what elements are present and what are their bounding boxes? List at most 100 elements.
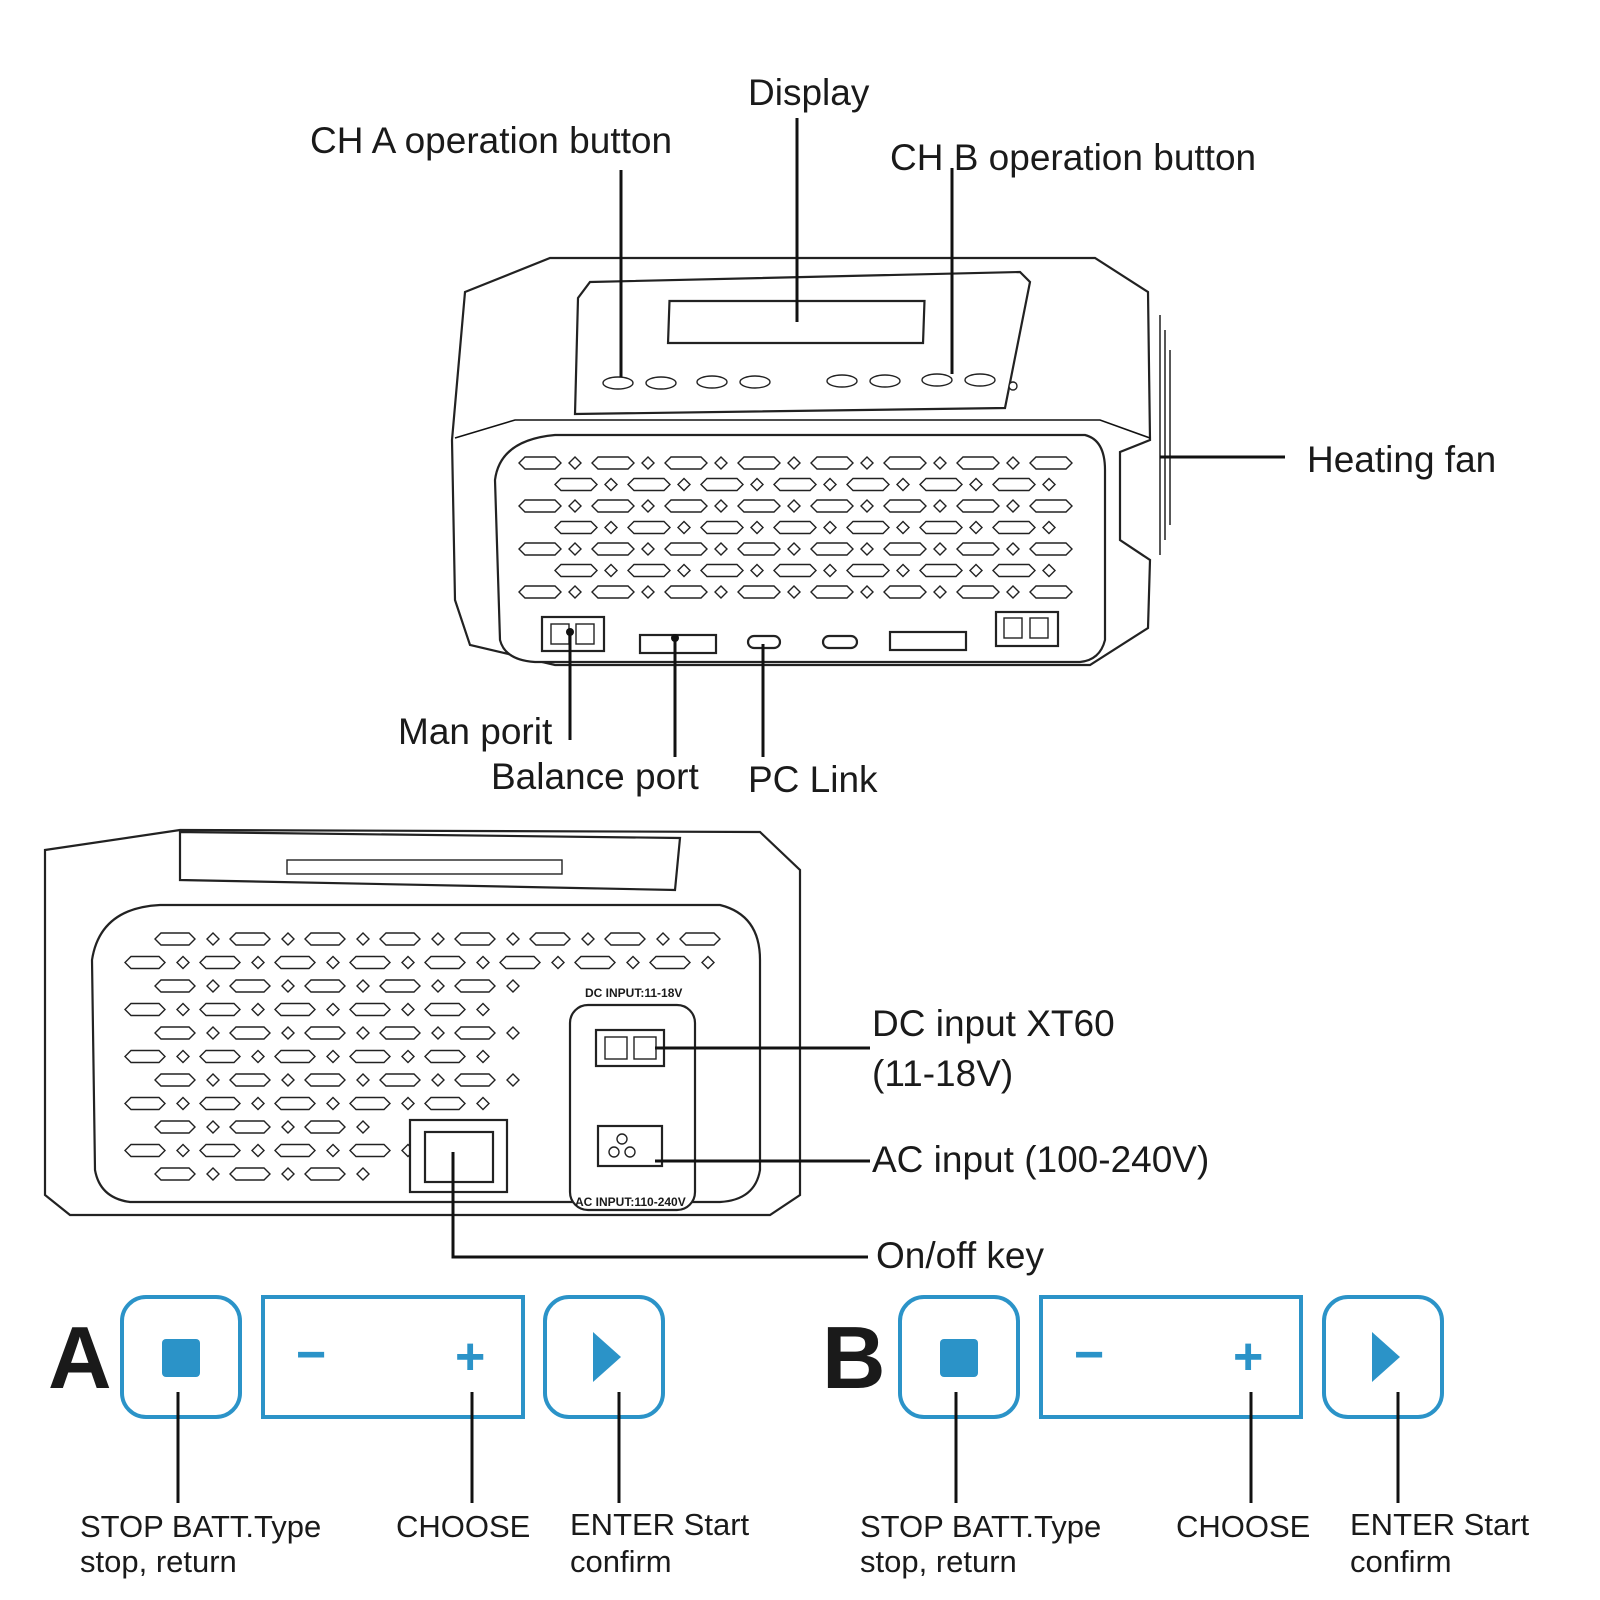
vent-slot	[1029, 585, 1073, 599]
vent-diamond	[206, 932, 220, 946]
vent-slot	[664, 542, 708, 556]
balance-port-a[interactable]	[638, 633, 718, 655]
play-icon	[593, 1332, 621, 1382]
vent-diamond	[356, 1073, 370, 1087]
vent-slot	[124, 1002, 166, 1017]
vent-diamond	[750, 520, 764, 535]
choose-key-a[interactable]	[261, 1295, 525, 1419]
vent-slot	[700, 520, 744, 535]
vent-slot	[810, 456, 854, 470]
vent-slot	[919, 477, 963, 492]
vent-diamond	[604, 477, 618, 492]
vent-diamond	[1042, 563, 1056, 578]
vent-diamond	[568, 456, 582, 470]
vent-diamond	[969, 477, 983, 492]
vent-slot	[810, 499, 854, 513]
vent-diamond	[431, 979, 445, 993]
label-stop-b-1: STOP BATT.Type	[860, 1509, 1101, 1544]
vent-slot	[379, 979, 421, 993]
vent-slot	[379, 1073, 421, 1087]
vent-slot	[591, 499, 635, 513]
ch-a-button-1[interactable]	[602, 376, 634, 390]
vent-slot	[199, 1049, 241, 1064]
ch-a-button-2[interactable]	[645, 376, 677, 390]
vent-diamond	[641, 499, 655, 513]
vent-slot	[956, 585, 1000, 599]
key-group-b: B − + STOP BATT.Type stop, return CHOOSE…	[822, 1295, 1530, 1579]
vent-slot	[773, 563, 817, 578]
label-enter-a-2: confirm	[570, 1544, 672, 1579]
ch-b-button-1[interactable]	[826, 374, 858, 388]
ac-input-panel-text: AC INPUT:110-240V	[575, 1195, 686, 1209]
vent-diamond	[551, 955, 565, 970]
vent-slot	[274, 1002, 316, 1017]
vent-diamond	[281, 1120, 295, 1134]
vent-slot	[199, 1002, 241, 1017]
vent-slot	[454, 932, 496, 946]
vent-slot	[379, 1026, 421, 1040]
minus-icon: −	[296, 1326, 326, 1384]
vent-slot	[229, 1120, 271, 1134]
vent-diamond	[1006, 585, 1020, 599]
vent-slot	[1029, 542, 1073, 556]
stop-icon	[940, 1339, 978, 1377]
vent-diamond	[860, 499, 874, 513]
vent-slot	[124, 1143, 166, 1158]
vent-slot	[664, 499, 708, 513]
vent-slot	[992, 563, 1036, 578]
vent-slot	[737, 499, 781, 513]
vent-slot	[649, 955, 691, 970]
vent-slot	[679, 932, 721, 946]
vent-diamond	[896, 520, 910, 535]
balance-port-b[interactable]	[888, 630, 968, 652]
usb-port[interactable]	[821, 634, 859, 650]
ch-b-button-3[interactable]	[921, 373, 953, 387]
vent-diamond	[568, 499, 582, 513]
rear-callout-lines	[451, 1046, 870, 1259]
label-dc-input: DC input XT60	[872, 1003, 1115, 1044]
vent-diamond	[714, 585, 728, 599]
vent-diamond	[326, 1096, 340, 1111]
vent-diamond	[431, 1026, 445, 1040]
vent-slot	[304, 1167, 346, 1181]
label-dc-input-voltage: (11-18V)	[872, 1053, 1013, 1094]
vent-diamond	[1042, 520, 1056, 535]
onoff-switch-key[interactable]	[423, 1130, 495, 1184]
vent-diamond	[251, 1049, 265, 1064]
vent-slot	[846, 563, 890, 578]
vent-diamond	[969, 563, 983, 578]
vent-diamond	[506, 1026, 520, 1040]
vent-slot	[424, 1002, 466, 1017]
vent-diamond	[604, 563, 618, 578]
ch-b-button-4[interactable]	[964, 373, 996, 387]
vent-diamond	[281, 932, 295, 946]
rear-view-charger: DC INPUT:11-18V AC INPUT:110-240V	[43, 828, 802, 1217]
vent-diamond	[206, 979, 220, 993]
vent-diamond	[251, 1096, 265, 1111]
rear-vent-holes	[124, 932, 721, 1181]
ch-a-button-4[interactable]	[739, 375, 771, 389]
vent-slot	[229, 1073, 271, 1087]
vent-slot	[274, 1049, 316, 1064]
vent-slot	[737, 456, 781, 470]
vent-diamond	[701, 955, 715, 970]
vent-slot	[554, 520, 598, 535]
vent-slot	[454, 1026, 496, 1040]
plus-icon: +	[1233, 1328, 1263, 1386]
vent-slot	[154, 932, 196, 946]
vent-slot	[992, 477, 1036, 492]
vent-slot	[529, 932, 571, 946]
front-top-edge	[454, 419, 1151, 439]
ch-a-button-3[interactable]	[696, 375, 728, 389]
dc-input-panel-text: DC INPUT:11-18V	[585, 986, 682, 1000]
vent-slot	[199, 1096, 241, 1111]
vent-slot	[627, 477, 671, 492]
vent-diamond	[476, 955, 490, 970]
ac-input-socket[interactable]	[596, 1124, 664, 1168]
plus-icon: +	[455, 1328, 485, 1386]
ch-b-button-2[interactable]	[869, 374, 901, 388]
choose-key-b[interactable]	[1039, 1295, 1303, 1419]
vent-diamond	[656, 932, 670, 946]
vent-diamond	[1006, 499, 1020, 513]
